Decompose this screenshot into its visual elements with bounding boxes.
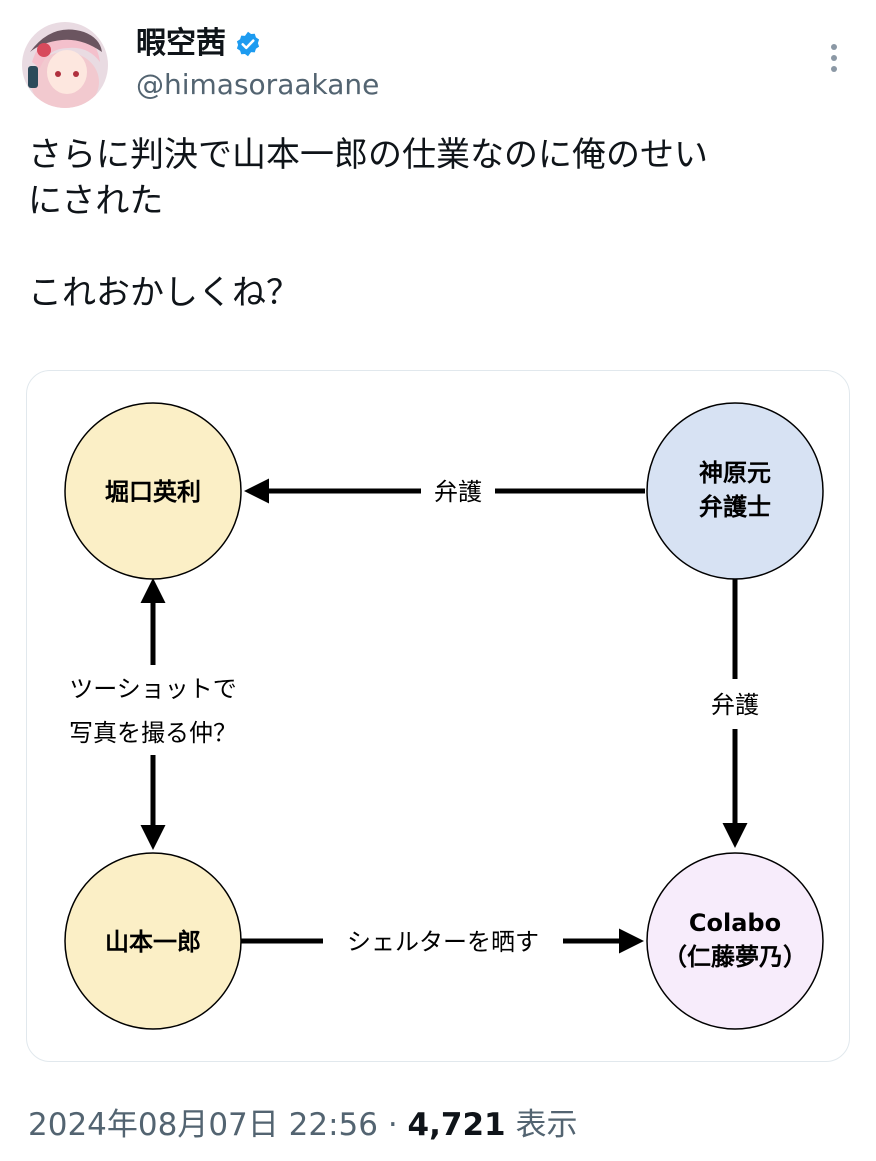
tweet-text: さらに判決で山本一郎の仕業なのに俺のせい にされた これおかしくね？ (28, 135, 708, 313)
views-count: 4,721 (407, 1107, 506, 1143)
edge-yamamoto-to-colabo: シェルターを晒す (241, 928, 644, 956)
verified-badge-icon (236, 31, 260, 57)
tweet-meta: 2024年08月07日 22:56 · 4,721 表示 (28, 1105, 577, 1145)
node-label-kanbara-line1: 神原元 (699, 459, 771, 487)
edge-kanbara-to-horiguchi: 弁護 (244, 478, 645, 506)
meta-separator: · (377, 1107, 408, 1143)
edge-label-horiguchi-yamamoto-line1: ツーショットで (69, 675, 237, 703)
node-label-colabo-line1: Colabo (689, 909, 781, 937)
author-handle[interactable]: @himasoraakane (136, 68, 380, 101)
tweet-timestamp[interactable]: 2024年08月07日 22:56 (28, 1107, 378, 1143)
node-kanbara: 神原元 弁護士 (646, 402, 824, 580)
relationship-diagram: 弁護 弁護 ツーショットで 写真を撮る仲？ シェルターを晒す 堀口英利 (64, 402, 824, 1030)
anime-avatar-icon (22, 22, 108, 108)
edge-horiguchi-yamamoto: ツーショットで 写真を撮る仲？ (69, 578, 237, 850)
node-yamamoto: 山本一郎 (64, 852, 242, 1030)
more-options-button[interactable] (818, 38, 850, 78)
author-name-row[interactable]: 暇空茜 (136, 26, 262, 62)
node-label-colabo-line2: （仁藤夢乃） (663, 943, 807, 971)
edge-label-kanbara-colabo: 弁護 (711, 691, 759, 719)
edge-kanbara-to-colabo: 弁護 (711, 579, 759, 848)
edge-label-yamamoto-colabo: シェルターを晒す (347, 928, 539, 956)
views-label: 表示 (505, 1107, 578, 1143)
avatar[interactable] (22, 22, 108, 108)
node-colabo: Colabo （仁藤夢乃） (646, 852, 824, 1030)
node-label-horiguchi: 堀口英利 (105, 478, 201, 506)
tweet-media-card[interactable]: 弁護 弁護 ツーショットで 写真を撮る仲？ シェルターを晒す 堀口英利 (26, 370, 850, 1062)
author-display-name[interactable]: 暇空茜 (136, 26, 226, 61)
node-label-yamamoto: 山本一郎 (105, 928, 201, 956)
edge-label-kanbara-horiguchi: 弁護 (434, 478, 482, 506)
edge-label-horiguchi-yamamoto-line2: 写真を撮る仲？ (69, 719, 237, 747)
more-vertical-icon (831, 44, 837, 72)
node-horiguchi: 堀口英利 (64, 402, 242, 580)
node-label-kanbara-line2: 弁護士 (699, 493, 771, 521)
